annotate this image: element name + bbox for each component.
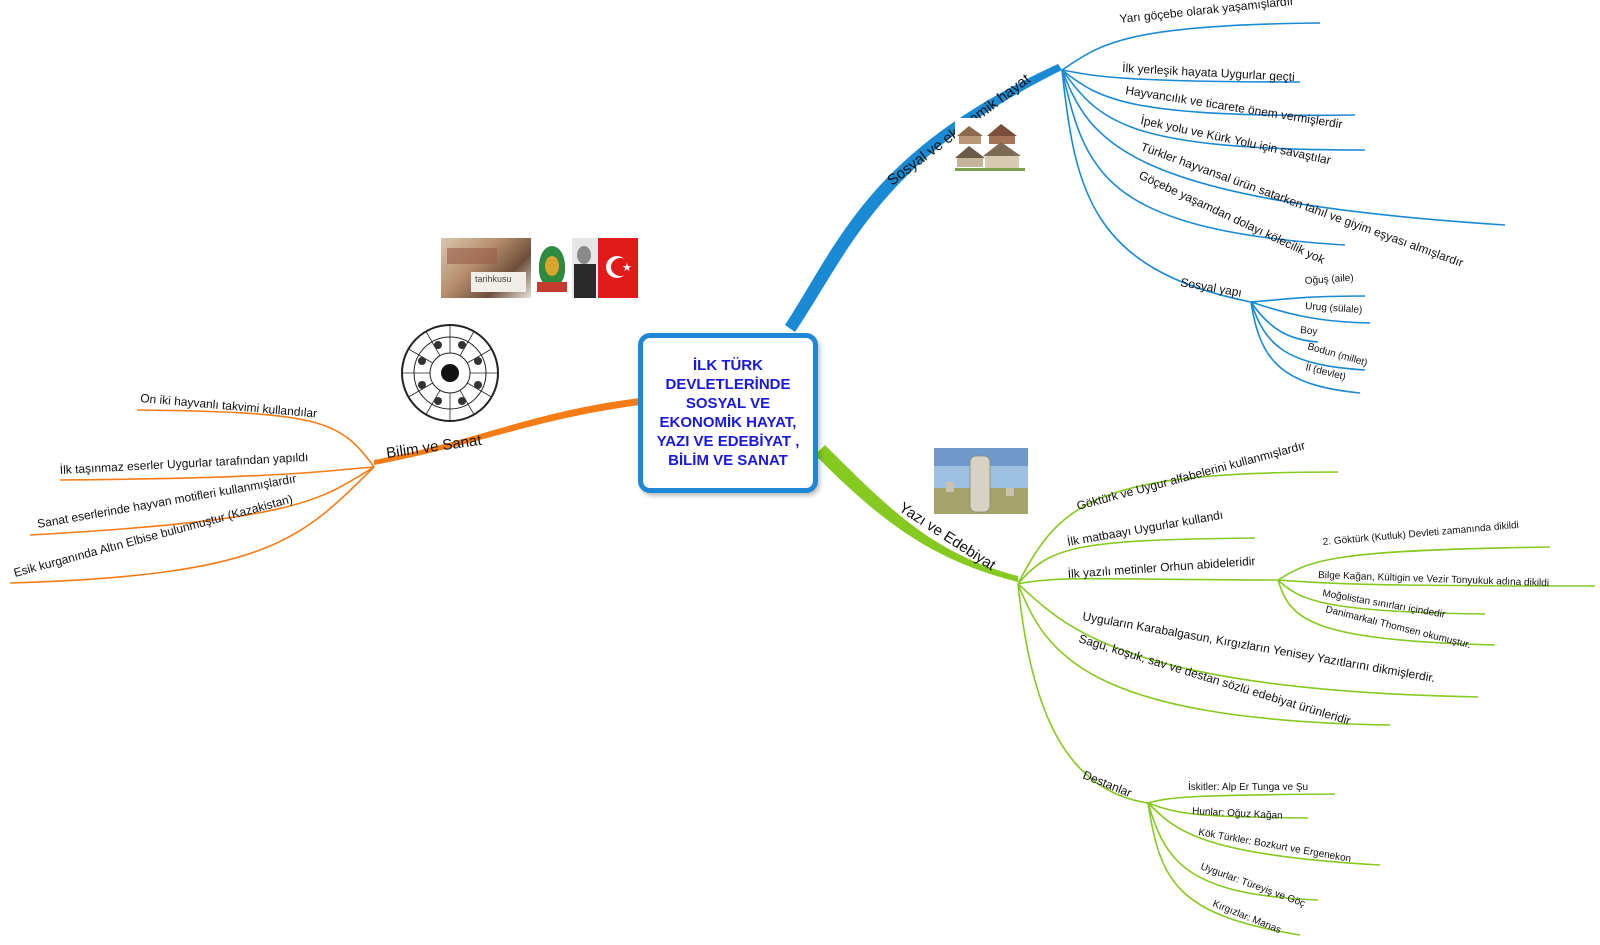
sosyal-main-branch bbox=[785, 64, 1062, 332]
bilim-item[interactable]: On iki hayvanlı takvimi kullandılar bbox=[140, 391, 318, 420]
bilim-main-branch bbox=[374, 398, 640, 465]
ottoman-coat-of-arms-image bbox=[533, 238, 571, 298]
destan-item[interactable]: Kök Türkler: Bozkurt ve Ergenekon bbox=[1197, 827, 1351, 865]
orhun-label[interactable]: İlk yazılı metinler Orhun abideleridir bbox=[1067, 554, 1256, 581]
ataturk-portrait-image bbox=[572, 238, 597, 298]
orhun-item[interactable]: Bilge Kağan, Kültigin ve Vezir Tonyukuk … bbox=[1318, 570, 1549, 589]
yazi-item[interactable]: İlk matbaayı Uygurlar kullandı bbox=[1066, 508, 1224, 549]
bilim-branch-label[interactable]: Bilim ve Sanat bbox=[385, 432, 483, 462]
yurt-houses-image bbox=[955, 118, 1025, 180]
sosyal-yapi-item[interactable]: Boy bbox=[1300, 325, 1318, 337]
destan-label[interactable]: Destanlar bbox=[1081, 768, 1134, 800]
destan-item[interactable]: İskitler: Alp Er Tunga ve Şu bbox=[1188, 780, 1308, 793]
yazi-item[interactable]: Göktürk ve Uygur alfabelerini kullanmışl… bbox=[1075, 438, 1307, 513]
orhun-item[interactable]: 2. Göktürk (Kutluk) Devleti zamanında di… bbox=[1322, 520, 1519, 548]
sosyal-yapi-label[interactable]: Sosyal yapı bbox=[1179, 275, 1243, 300]
sosyal-item[interactable]: Yarı göçebe olarak yaşamışlardır bbox=[1119, 0, 1295, 26]
bilim-item[interactable]: İlk taşınmaz eserler Uygurlar tarafından… bbox=[59, 450, 308, 477]
balbal-stone-image bbox=[934, 448, 1028, 514]
yazi-main-branch bbox=[815, 445, 1018, 582]
sosyal-leaf-lines bbox=[1061, 22, 1506, 394]
tarihkusu-banner-image: tarihkusu bbox=[441, 238, 531, 298]
destan-item[interactable]: Kırgızlar: Manas bbox=[1211, 899, 1283, 936]
bilim-leaf-lines bbox=[9, 409, 375, 584]
sosyal-yapi-item[interactable]: İl (devlet) bbox=[1304, 360, 1347, 383]
twelve-animal-calendar-image bbox=[401, 324, 499, 422]
central-topic-title: İLK TÜRK DEVLETLERİNDE SOSYAL VE EKONOMİ… bbox=[656, 357, 800, 469]
destan-item[interactable]: Hunlar: Oğuz Kağan bbox=[1192, 806, 1283, 822]
sosyal-yapi-item[interactable]: Oğuş (aile) bbox=[1304, 273, 1354, 287]
tarihkusu-caption: tarihkusu bbox=[475, 274, 512, 284]
central-topic[interactable]: İLK TÜRK DEVLETLERİNDE SOSYAL VE EKONOMİ… bbox=[638, 333, 818, 493]
sosyal-yapi-item[interactable]: Urug (sülale) bbox=[1305, 301, 1363, 316]
turkish-flag-image: ★ bbox=[598, 238, 638, 298]
yazi-leaf-lines bbox=[1017, 471, 1596, 936]
